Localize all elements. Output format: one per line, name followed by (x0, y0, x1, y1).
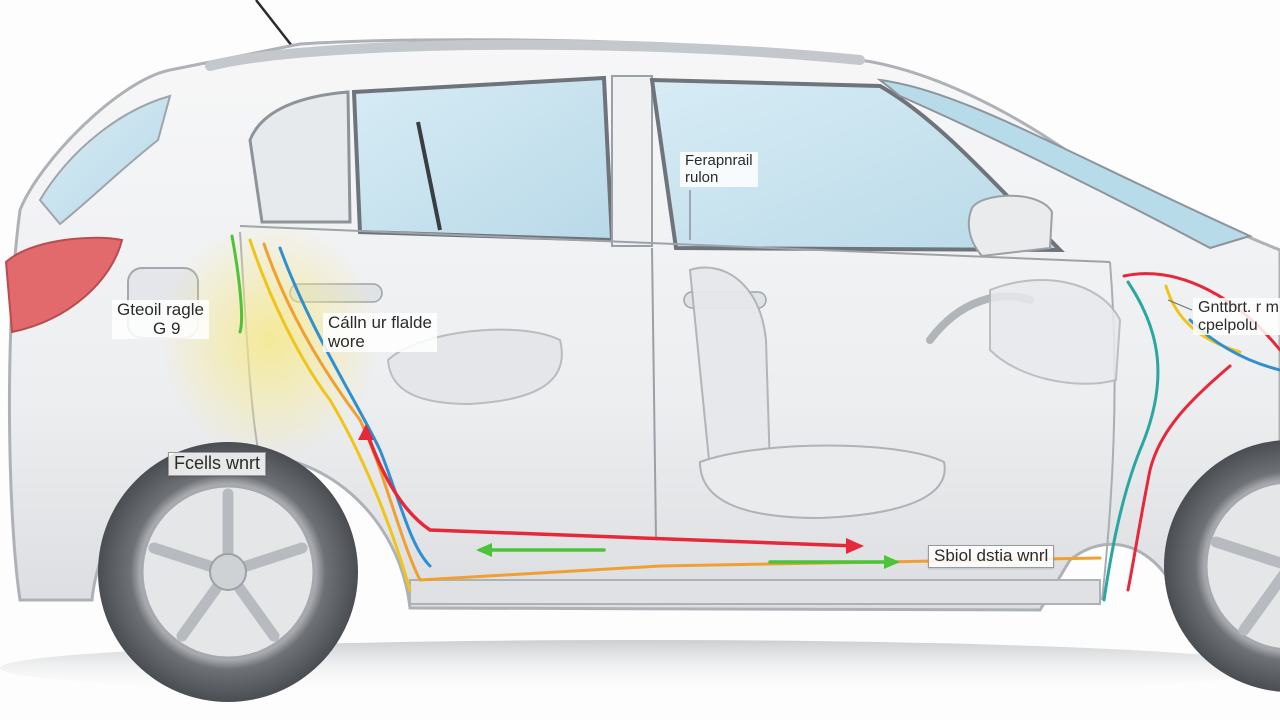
green-arrowhead-right (884, 555, 900, 569)
wire-green-rear (230, 234, 244, 334)
red-arrowhead (846, 538, 864, 554)
rear-wheel (98, 442, 358, 702)
rear-cable-callout: Gteoil ragle G 9 (112, 300, 209, 340)
pillar-callout: Ferapnrail rulon (680, 152, 758, 187)
wheel-wire-callout: Fcells wnrt (168, 452, 267, 476)
door-wire-callout-line1: Cálln ur flalde (328, 313, 432, 332)
b-pillar (611, 75, 653, 247)
rear-glow (160, 220, 380, 460)
front-harness-callout-line1: Gnttbrt. r m (1198, 299, 1279, 316)
wire-yellow-rear (248, 238, 412, 592)
leader-lines (689, 190, 1193, 311)
taillight (4, 236, 124, 334)
pillar-callout-line2: rulon (685, 168, 719, 186)
rear-window (38, 94, 172, 226)
rear-window-divider (416, 121, 442, 231)
rear-quarter-window (248, 90, 352, 224)
sill-wire-callout-line1: Sbiol dstia wnrl (934, 546, 1049, 565)
wire-red-front-drop (1126, 364, 1232, 592)
front-door-seam (1101, 261, 1116, 601)
rear-door-window (351, 75, 615, 243)
green-arrowhead-left (476, 543, 492, 557)
wheel-wire-callout-line1: Fcells wnrt (174, 453, 261, 473)
door-wire-callout: Cálln ur flalde wore (323, 313, 437, 353)
side-mirror (967, 194, 1054, 258)
red-arrowhead-top (358, 424, 374, 440)
wire-harness (230, 234, 1280, 602)
wire-orange-rear (262, 242, 1102, 582)
front-wheel (1164, 440, 1280, 692)
dashboard (989, 279, 1122, 385)
rocker-panel (409, 579, 1101, 605)
rear-cable-callout-line2: G 9 (153, 318, 181, 338)
front-seat-cushion (698, 444, 946, 520)
rear-cable-callout-line1: Gteoil ragle (117, 300, 204, 319)
sill-wire-callout: Sbiol dstia wnrl (928, 545, 1055, 568)
door-wire-callout-line2: wore (328, 331, 365, 351)
front-harness-callout-line2: cpelpolu (1198, 316, 1258, 334)
wire-red-sill (364, 428, 858, 548)
antenna (255, 0, 293, 47)
roof-rail (205, 39, 865, 71)
front-door-window (649, 77, 1065, 253)
windshield (876, 78, 1253, 250)
wire-teal-front (1102, 280, 1160, 602)
center-door-seam (651, 247, 657, 541)
front-harness-callout: Gnttbrt. r m cpelpolu (1193, 298, 1280, 336)
wire-blue-rear (278, 246, 432, 568)
pillar-callout-line1: Ferapnrail (685, 152, 753, 169)
beltline (239, 225, 1111, 263)
